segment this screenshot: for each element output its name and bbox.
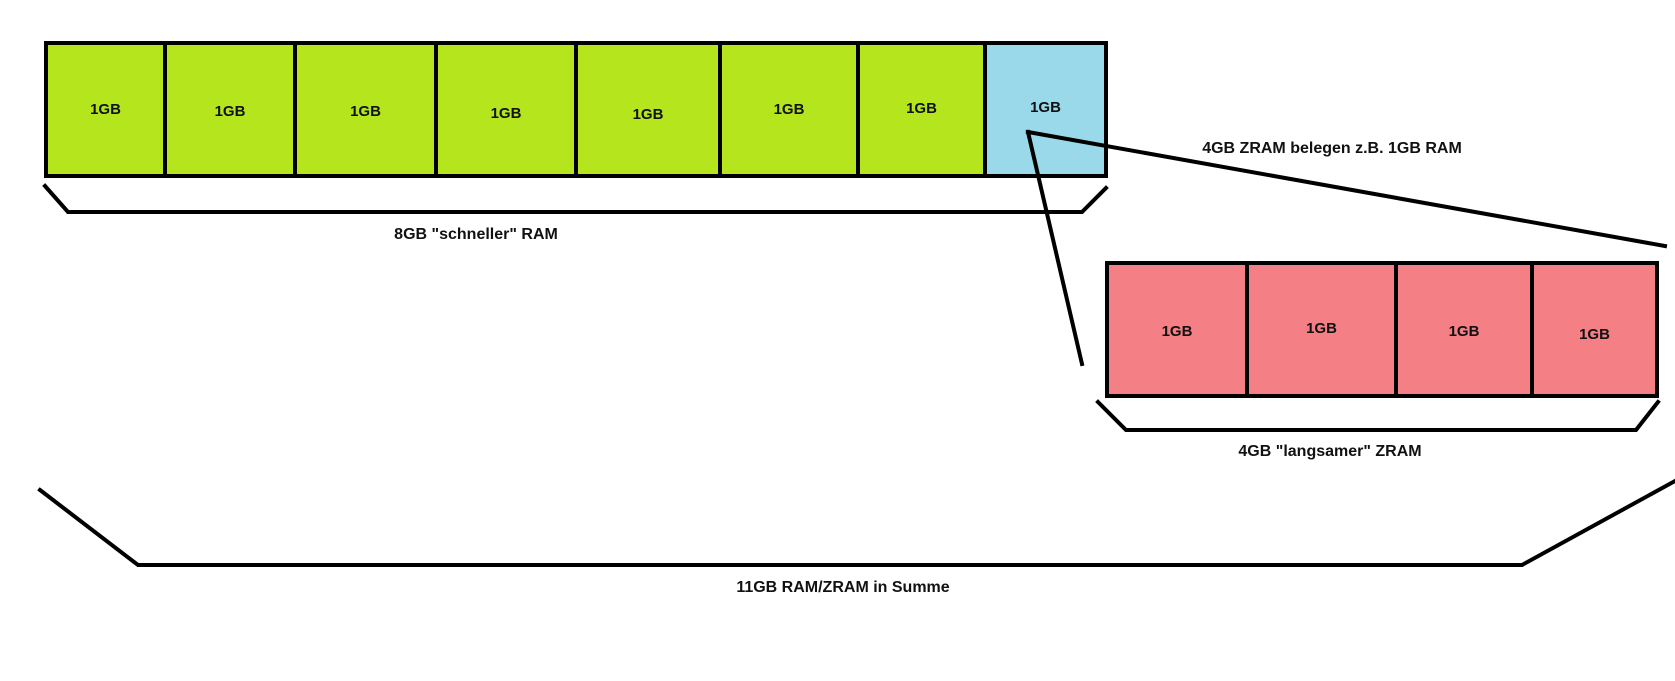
ram-block [163, 41, 297, 178]
ram-block-label: 1GB [90, 101, 121, 118]
ram-block-label: 1GB [906, 100, 937, 117]
zram-total-caption: 4GB "langsamer" ZRAM [1238, 443, 1421, 460]
total-bracket [37, 478, 1675, 567]
zram-block [1245, 261, 1398, 398]
zram-note-caption: 4GB ZRAM belegen z.B. 1GB RAM [1202, 140, 1462, 157]
ram-block [574, 41, 722, 178]
ram-block [856, 41, 987, 178]
zram-block [1105, 261, 1249, 398]
zram-block-label: 1GB [1449, 323, 1480, 340]
ram-block-label: 1GB [774, 101, 805, 118]
ram-block [293, 41, 438, 178]
zoom-line-right [1025, 129, 1668, 249]
ram-block-zram-slot [983, 41, 1108, 178]
ram-block-label: 1GB [633, 106, 664, 123]
zram-bracket [1095, 399, 1661, 432]
ram-total-caption: 8GB "schneller" RAM [394, 226, 558, 243]
ram-block [44, 41, 167, 178]
zram-block-label: 1GB [1579, 326, 1610, 343]
ram-block-label: 1GB [1030, 99, 1061, 116]
ram-bracket [42, 183, 1109, 214]
zram-row: 1GB 1GB 1GB 1GB [1105, 261, 1659, 398]
zram-block-label: 1GB [1306, 320, 1337, 337]
zoom-line-left [1025, 129, 1085, 367]
ram-block [718, 41, 860, 178]
grand-total-caption: 11GB RAM/ZRAM in Summe [736, 579, 949, 596]
zram-block-label: 1GB [1162, 323, 1193, 340]
ram-block-label: 1GB [215, 103, 246, 120]
ram-row: 1GB 1GB 1GB 1GB 1GB 1GB 1GB 1GB [44, 41, 1108, 178]
ram-block-label: 1GB [491, 105, 522, 122]
ram-block-label: 1GB [350, 103, 381, 120]
zram-block [1530, 261, 1659, 398]
